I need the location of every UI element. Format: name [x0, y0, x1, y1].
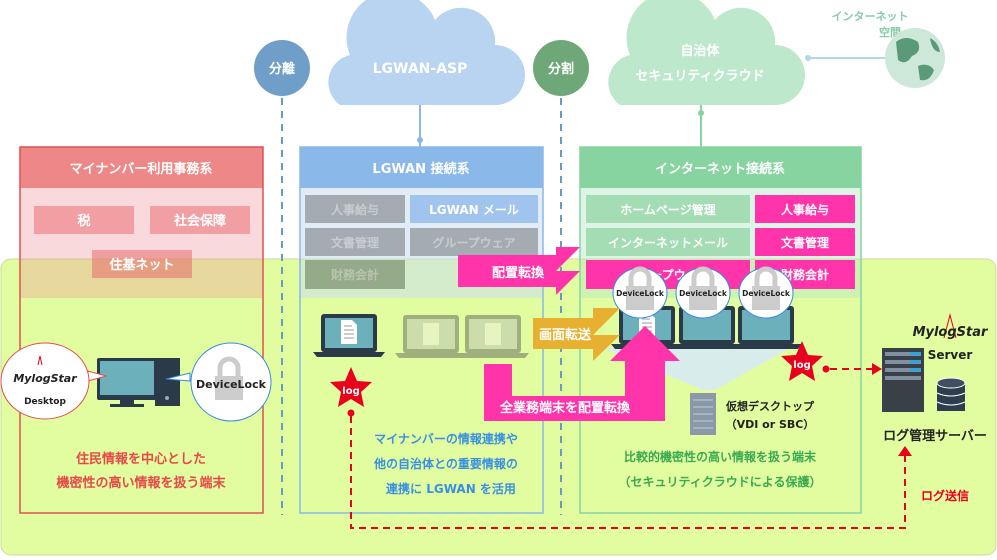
log-send-label: ログ送信	[921, 488, 969, 503]
mylogstar-server-logo: MylogStar	[913, 313, 989, 340]
svg-text:マイナンバーの情報連携や: マイナンバーの情報連携や	[374, 431, 518, 446]
svg-text:（VDI or SBC）: （VDI or SBC）	[726, 418, 815, 431]
svg-text:文書管理: 文書管理	[331, 235, 379, 250]
lgwan-laptop	[313, 314, 385, 357]
screen-transfer-arrow: 画面転送	[533, 308, 620, 361]
svg-text:分割: 分割	[548, 61, 574, 77]
svg-text:他の自治体との重要情報の: 他の自治体との重要情報の	[373, 456, 518, 471]
svg-text:文書管理: 文書管理	[781, 235, 829, 250]
svg-text:DeviceLock: DeviceLock	[679, 289, 728, 298]
svg-text:画面転送: 画面転送	[539, 327, 592, 343]
lgwan-asp-cloud: LGWAN-ASP	[328, 0, 525, 105]
devicelock-bubble: DeviceLock	[738, 268, 794, 319]
column-title: LGWAN 接続系	[372, 161, 469, 177]
svg-text:配置転換: 配置転換	[492, 265, 545, 281]
devicelock-bubble: DeviceLock	[612, 268, 668, 319]
svg-text:連携に LGWAN を活用: 連携に LGWAN を活用	[386, 481, 516, 496]
mylogstar-desktop-bubble: MylogStar Desktop	[0, 342, 108, 420]
dim-laptop-icon	[457, 315, 529, 358]
svg-text:グループウェア: グループウェア	[432, 235, 515, 250]
svg-text:ホームページ管理: ホームページ管理	[620, 202, 715, 217]
svg-text:住基ネット: 住基ネット	[109, 257, 174, 273]
svg-text:Server: Server	[928, 348, 973, 362]
svg-text:比較的機密性の高い情報を扱う端末: 比較的機密性の高い情報を扱う端末	[624, 449, 817, 464]
log-star-icon: log	[781, 341, 823, 381]
svg-text:分離: 分離	[269, 61, 295, 77]
mylogstar-logo: MylogStar	[13, 372, 77, 385]
separation-badge: 分離	[254, 40, 310, 96]
mynumber-column: マイナンバー利用事務系 税 社会保障 住基ネット 住民情報を中心とした 機密性の…	[19, 146, 264, 514]
svg-text:DeviceLock: DeviceLock	[742, 289, 791, 298]
svg-text:log: log	[793, 360, 810, 371]
column-title: マイナンバー利用事務系	[70, 161, 213, 177]
svg-text:インターネットメール: インターネットメール	[608, 236, 728, 250]
svg-text:人事給与: 人事給与	[781, 202, 829, 217]
division-badge: 分割	[533, 40, 589, 96]
log-server-label: ログ管理サーバー	[883, 428, 987, 444]
svg-text:MylogStar: MylogStar	[913, 325, 989, 340]
svg-text:全業務端末を配置転換: 全業務端末を配置転換	[499, 400, 631, 416]
svg-text:自治体: 自治体	[680, 43, 720, 59]
log-star-icon: log	[330, 367, 372, 407]
database-icon	[936, 377, 966, 411]
log-send-line	[350, 416, 906, 529]
log-server-icon	[882, 348, 924, 412]
svg-text:DeviceLock: DeviceLock	[616, 289, 665, 298]
globe-icon	[885, 28, 945, 88]
security-cloud: 自治体 セキュリティクラウド	[608, 0, 805, 105]
svg-text:人事給与: 人事給与	[331, 202, 379, 217]
relocation-arrow: 配置転換	[458, 247, 580, 295]
svg-text:LGWAN メール: LGWAN メール	[429, 203, 519, 217]
svg-text:財務会計: 財務会計	[330, 267, 379, 282]
devicelock-bubble: DeviceLock	[165, 342, 272, 422]
internet-space-label: インターネット	[832, 10, 909, 23]
svg-text:セキュリティクラウド: セキュリティクラウド	[635, 69, 764, 84]
desktop-pc-icon	[97, 358, 180, 407]
svg-text:住民情報を中心とした: 住民情報を中心とした	[76, 451, 206, 467]
svg-text:（セキュリティクラウドによる保護）: （セキュリティクラウドによる保護）	[619, 474, 822, 489]
vdi-label: 仮想デスクトップ	[725, 399, 815, 413]
svg-text:機密性の高い情報を扱う端末: 機密性の高い情報を扱う端末	[56, 475, 226, 491]
svg-text:税: 税	[77, 213, 90, 229]
column-title: インターネット接続系	[655, 161, 785, 177]
all-relocation-arrow: 全業務端末を配置転換	[484, 326, 680, 421]
svg-text:財務会計: 財務会計	[780, 267, 829, 282]
devicelock-logo: DeviceLock	[196, 378, 267, 391]
svg-text:LGWAN-ASP: LGWAN-ASP	[373, 61, 468, 77]
svg-text:社会保障: 社会保障	[173, 213, 226, 229]
svg-text:log: log	[342, 386, 359, 397]
dim-laptop-icon	[395, 315, 467, 358]
vdi-server-icon	[690, 393, 716, 435]
svg-text:Desktop: Desktop	[24, 397, 66, 407]
devicelock-bubble: DeviceLock	[675, 268, 731, 319]
